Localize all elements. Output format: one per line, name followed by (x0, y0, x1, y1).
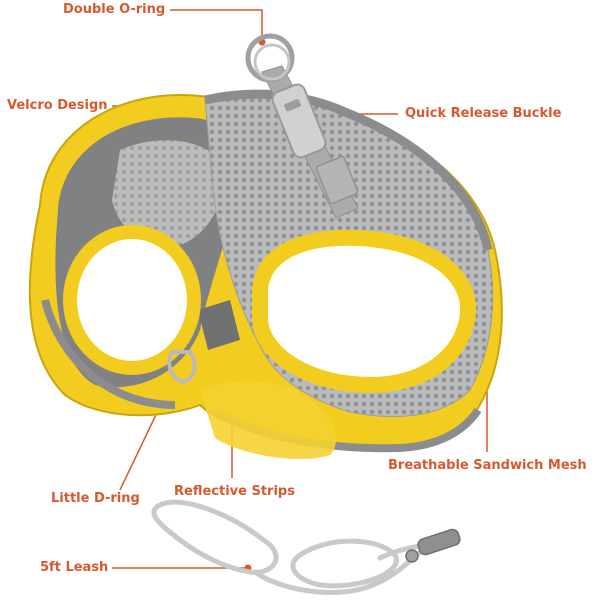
strap-adjuster (315, 155, 359, 205)
leash-clip-swivel (405, 549, 419, 563)
reflective-strip-left (41, 299, 176, 409)
top-hardware (245, 33, 359, 219)
label-velcro-design: Velcro Design (7, 98, 108, 113)
label-reflective-strips: Reflective Strips (174, 484, 295, 499)
quick-release-buckle (271, 83, 327, 159)
line-double-o-ring (170, 9, 263, 40)
label-quick-release-buckle: Quick Release Buckle (405, 106, 562, 121)
leash-illustration (151, 499, 443, 595)
label-little-d-ring: Little D-ring (51, 491, 140, 506)
harness-body (28, 89, 503, 459)
leash-clip-body (417, 528, 461, 556)
left-leg-hole (63, 225, 201, 375)
double-o-ring-inner (253, 43, 291, 81)
reflective-strip-top (204, 89, 493, 251)
leash-clip (405, 528, 461, 563)
leash-coil-2 (252, 549, 423, 595)
inner-lining-mesh (112, 140, 224, 248)
leash-coil-1 (290, 538, 399, 589)
label-5ft-leash: 5ft Leash (40, 560, 109, 575)
label-breathable-sandwich-mesh: Breathable Sandwich Mesh (388, 458, 587, 473)
little-d-ring (167, 350, 197, 385)
buckle-slot (284, 99, 301, 112)
label-double-o-ring: Double O-ring (63, 2, 166, 17)
right-leg-hole (252, 229, 477, 394)
center-strap (198, 300, 240, 350)
chest-panel (200, 381, 336, 459)
leash-handle-loop (151, 499, 279, 575)
